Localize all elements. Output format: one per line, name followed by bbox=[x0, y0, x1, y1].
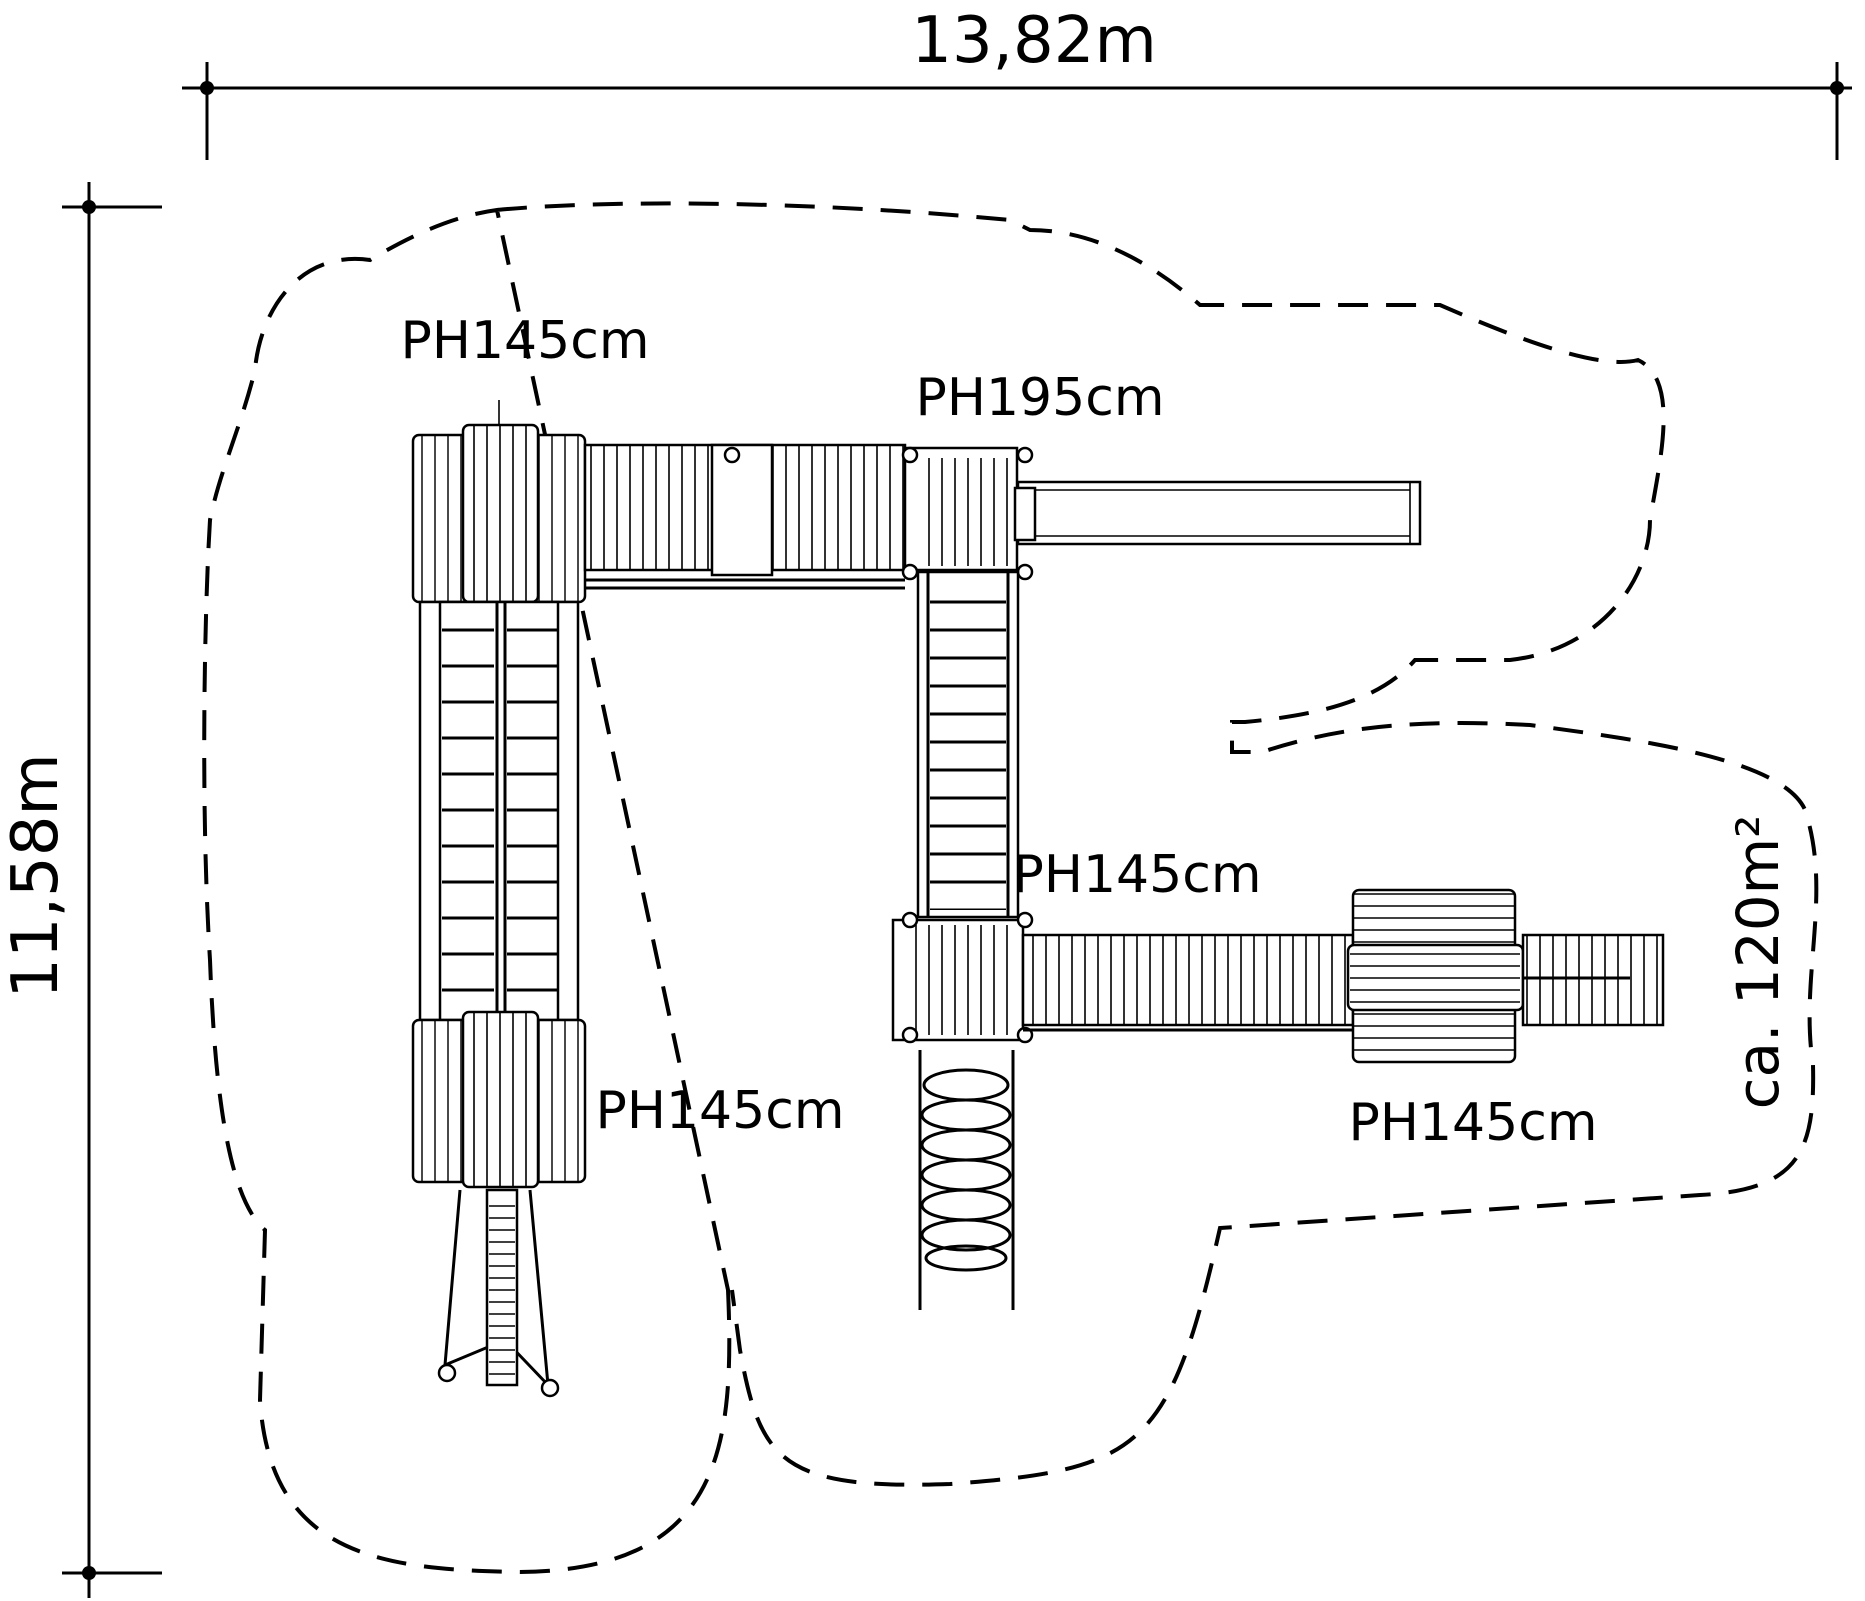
height-label-tower-middle-right: PH145cm bbox=[1013, 845, 1262, 905]
bridge-right bbox=[1021, 933, 1355, 1032]
safety-area-outline bbox=[202, 201, 1819, 1575]
height-label-tower-top-left: PH145cm bbox=[401, 311, 650, 371]
height-dimension bbox=[62, 182, 162, 1598]
stairs-middle bbox=[916, 570, 1020, 919]
width-dimension bbox=[182, 62, 1852, 160]
tower-middle-right bbox=[891, 911, 1034, 1044]
tower-top-left bbox=[411, 400, 587, 604]
ladder-left bbox=[418, 600, 580, 1022]
slide bbox=[1013, 480, 1422, 546]
height-label-tower-bottom-left: PH145cm bbox=[596, 1081, 845, 1141]
tower-bottom-right bbox=[1346, 888, 1525, 1064]
bridge-top bbox=[583, 443, 907, 590]
tower-top-middle bbox=[901, 446, 1034, 581]
tube-slide bbox=[918, 1050, 1015, 1310]
area-label: ca. 120m² bbox=[1724, 815, 1792, 1110]
tower-bottom-left bbox=[411, 1010, 587, 1189]
height-label-tower-top-middle: PH195cm bbox=[916, 368, 1165, 428]
climbing-element-right bbox=[1521, 933, 1665, 1027]
height-label-tower-bottom-right: PH145cm bbox=[1349, 1093, 1598, 1153]
climbing-ladder-bottom bbox=[437, 1188, 560, 1398]
height-label: 11,58m bbox=[0, 753, 73, 999]
width-label: 13,82m bbox=[911, 4, 1157, 78]
